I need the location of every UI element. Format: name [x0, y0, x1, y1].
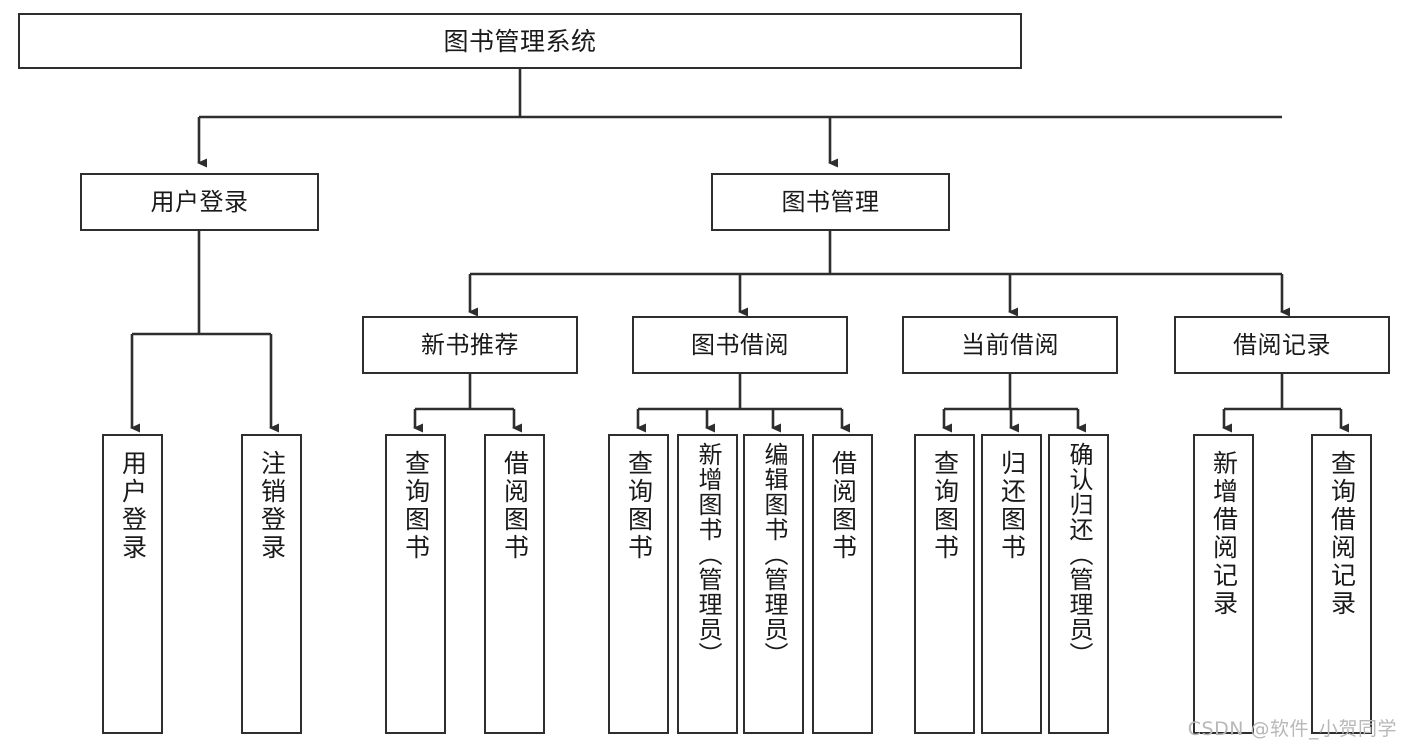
leaf-current-query-book[interactable]: 查询图书: [914, 434, 975, 734]
leaf-borrow-edit-book-admin[interactable]: 编辑图书（管理员）: [743, 434, 804, 734]
node-label: 查询图书: [930, 450, 960, 562]
node-label: 确认归还（管理员）: [1064, 442, 1093, 667]
node-label: 归还图书: [997, 450, 1027, 562]
leaf-borrow-query-book[interactable]: 查询图书: [608, 434, 669, 734]
leaf-recommend-query-book[interactable]: 查询图书: [385, 434, 446, 734]
node-label: 图书借阅: [691, 331, 789, 359]
node-label: 查询图书: [401, 450, 431, 562]
node-label: 新增图书（管理员）: [693, 442, 722, 667]
node-label: 编辑图书（管理员）: [759, 442, 788, 667]
node-book-management[interactable]: 图书管理: [711, 173, 950, 231]
node-current-borrow[interactable]: 当前借阅: [902, 316, 1118, 374]
leaf-current-return-book[interactable]: 归还图书: [981, 434, 1042, 734]
leaf-borrow-borrow-book[interactable]: 借阅图书: [812, 434, 873, 734]
node-label: 注销登录: [257, 450, 287, 562]
node-root-system[interactable]: 图书管理系统: [18, 13, 1022, 69]
node-label: 借阅图书: [828, 450, 858, 562]
node-label: 用户登录: [150, 188, 249, 216]
node-label: 新书推荐: [421, 331, 519, 359]
leaf-borrow-add-book-admin[interactable]: 新增图书（管理员）: [677, 434, 738, 734]
node-label: 借阅图书: [500, 450, 530, 562]
node-user-login[interactable]: 用户登录: [80, 173, 319, 231]
leaf-recommend-borrow-book[interactable]: 借阅图书: [484, 434, 545, 734]
node-label: 用户登录: [118, 450, 148, 562]
node-label: 查询图书: [624, 450, 654, 562]
leaf-current-confirm-return-admin[interactable]: 确认归还（管理员）: [1048, 434, 1109, 734]
node-borrow-record[interactable]: 借阅记录: [1174, 316, 1390, 374]
leaf-user-login-login[interactable]: 用户登录: [102, 434, 163, 734]
node-new-book-recommend[interactable]: 新书推荐: [362, 316, 578, 374]
node-label: 查询借阅记录: [1327, 450, 1357, 618]
node-book-borrow[interactable]: 图书借阅: [632, 316, 848, 374]
node-label: 新增借阅记录: [1209, 450, 1239, 618]
watermark-text: CSDN @软件_小贺同学: [1187, 718, 1397, 740]
node-label: 借阅记录: [1233, 331, 1331, 359]
node-label: 图书管理系统: [443, 26, 597, 56]
leaf-user-login-logout[interactable]: 注销登录: [241, 434, 302, 734]
node-label: 图书管理: [781, 188, 880, 216]
node-label: 当前借阅: [961, 331, 1059, 359]
leaf-record-query-record[interactable]: 查询借阅记录: [1311, 434, 1372, 734]
leaf-record-add-record[interactable]: 新增借阅记录: [1193, 434, 1254, 734]
